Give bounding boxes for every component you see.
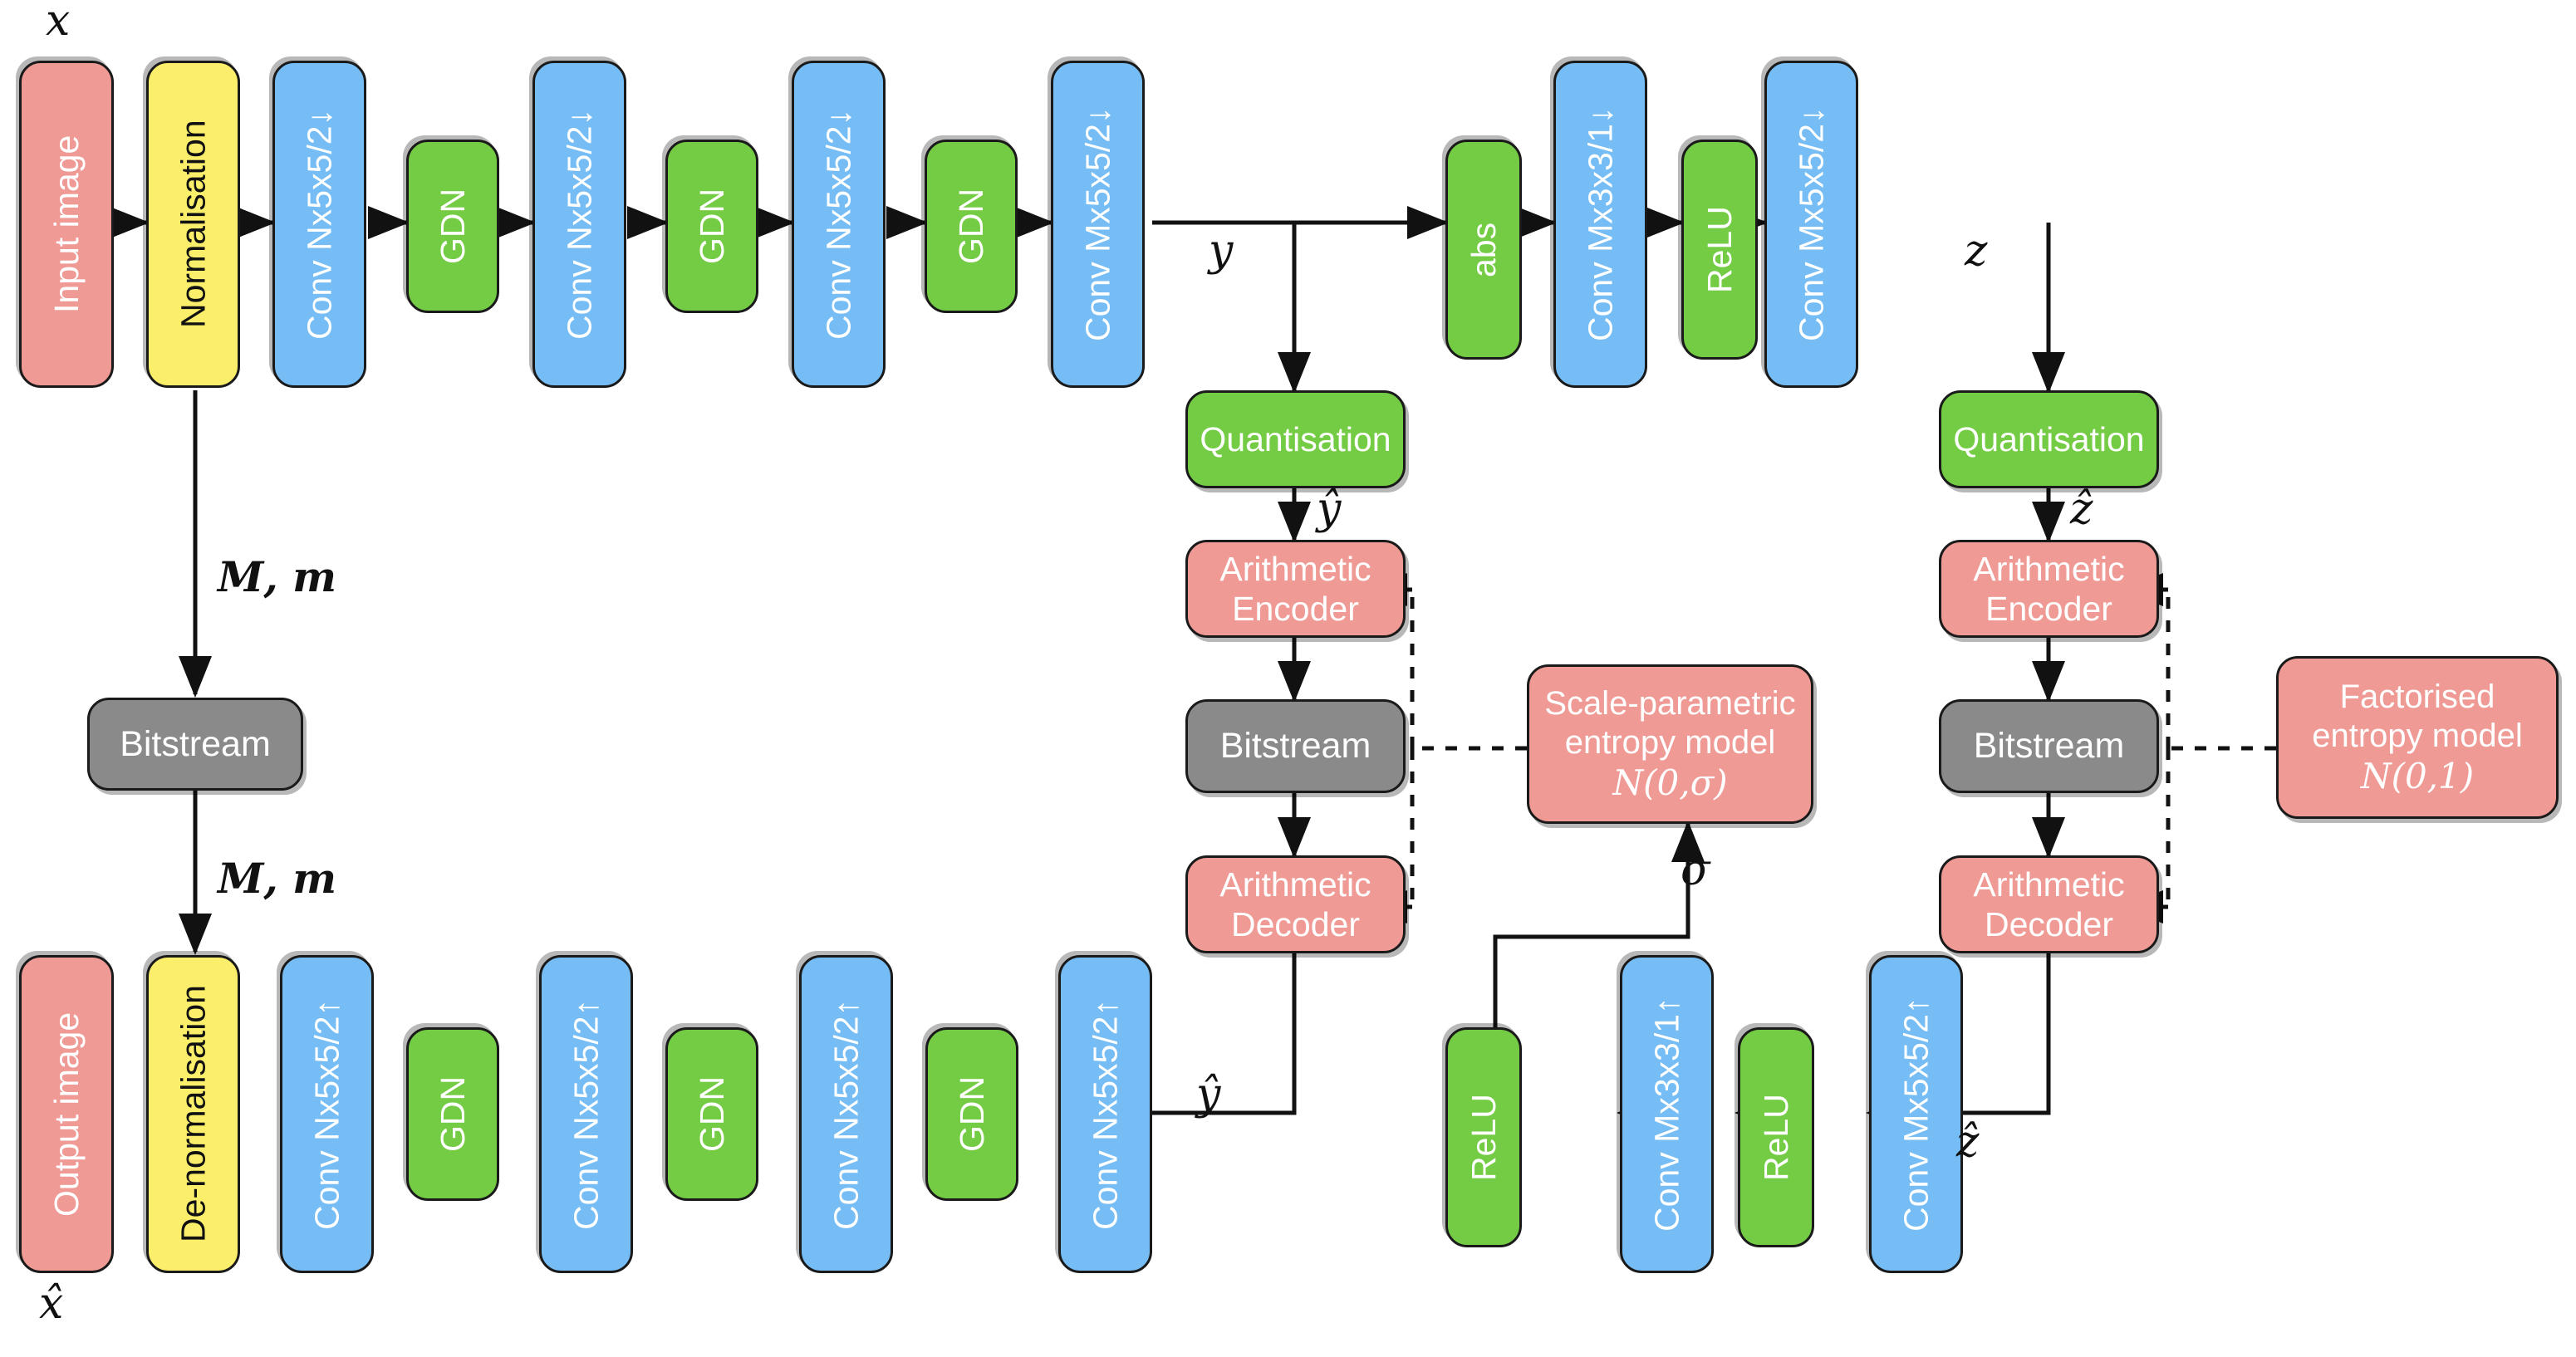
y-arithmetic-decoder-line1: Arithmetic (1219, 865, 1371, 904)
y-quantisation-block[interactable]: Quantisation (1185, 390, 1406, 488)
hyper-decoder-conv-2-block[interactable]: Conv Mx5x5/2↑ (1869, 955, 1963, 1273)
signal-label-x: x (46, 0, 71, 46)
y-arithmetic-decoder-block[interactable]: Arithmetic Decoder (1185, 855, 1406, 953)
factorised-entropy-model-block[interactable]: Factorised entropy model N(0,1) (2276, 656, 2559, 819)
z-arithmetic-encoder-block[interactable]: Arithmetic Encoder (1939, 540, 2159, 638)
y-arithmetic-encoder-line2: Encoder (1232, 590, 1359, 628)
decoder-gdn-1-block[interactable]: GDN (406, 1027, 499, 1201)
scale-entropy-distribution: N(0,σ) (1612, 762, 1728, 804)
encoder-hyper-conv-1-block[interactable]: Conv Mx3x3/1↓ (1553, 61, 1647, 388)
z-arithmetic-decoder-line2: Decoder (1985, 905, 2113, 943)
encoder-gdn-1-block[interactable]: GDN (406, 140, 499, 313)
factorised-entropy-line1: Factorised (2339, 678, 2495, 716)
decoder-gdn-2-block[interactable]: GDN (665, 1027, 758, 1201)
side-info-bitstream-block[interactable]: Bitstream (87, 698, 303, 791)
scale-entropy-line2: entropy model (1564, 724, 1776, 762)
z-bitstream-block[interactable]: Bitstream (1939, 699, 2159, 793)
decoder-output-image-block[interactable]: Output image (19, 955, 114, 1273)
y-arithmetic-encoder-line1: Arithmetic (1219, 549, 1371, 588)
encoder-hyper-conv-2-block[interactable]: Conv Mx5x5/2↓ (1764, 61, 1858, 388)
decoder-de-normalisation-block[interactable]: De-normalisation (146, 955, 240, 1273)
decoder-conv-3-block[interactable]: Conv Nx5x5/2↑ (799, 955, 893, 1273)
signal-label-y-hat-top: ŷ (1317, 484, 1342, 534)
factorised-entropy-distribution: N(0,1) (2360, 756, 2475, 797)
hyper-decoder-relu-left-block[interactable]: ReLU (1445, 1027, 1522, 1247)
encoder-normalisation-block[interactable]: Normalisation (146, 61, 240, 388)
scale-parametric-entropy-model-block[interactable]: Scale-parametric entropy model N(0,σ) (1527, 664, 1813, 824)
signal-label-z-hat-bottom: ẑ (1956, 1117, 1980, 1167)
encoder-conv-4-block[interactable]: Conv Mx5x5/2↓ (1051, 61, 1145, 388)
y-bitstream-block[interactable]: Bitstream (1185, 699, 1406, 793)
z-arithmetic-decoder-block[interactable]: Arithmetic Decoder (1939, 855, 2159, 953)
encoder-input-image-block[interactable]: Input image (19, 61, 114, 388)
y-arithmetic-encoder-block[interactable]: Arithmetic Encoder (1185, 540, 1406, 638)
encoder-gdn-2-block[interactable]: GDN (665, 140, 758, 313)
encoder-gdn-3-block[interactable]: GDN (925, 140, 1018, 313)
decoder-conv-4-block[interactable]: Conv Nx5x5/2↑ (1058, 955, 1152, 1273)
signal-label-side-info-top: M, m (218, 552, 337, 601)
z-quantisation-block[interactable]: Quantisation (1939, 390, 2159, 488)
decoder-conv-1-block[interactable]: Conv Nx5x5/2↑ (280, 955, 374, 1273)
signal-label-sigma: σ (1681, 845, 1710, 895)
z-arithmetic-encoder-line2: Encoder (1985, 590, 2112, 628)
encoder-abs-block[interactable]: abs (1445, 140, 1522, 360)
z-arithmetic-encoder-line1: Arithmetic (1973, 549, 2125, 588)
encoder-conv-3-block[interactable]: Conv Nx5x5/2↓ (792, 61, 886, 388)
signal-label-z: z (1965, 226, 1988, 276)
hyper-decoder-relu-right-block[interactable]: ReLU (1738, 1027, 1814, 1247)
signal-label-y-hat-bottom: ŷ (1196, 1070, 1221, 1119)
decoder-conv-2-block[interactable]: Conv Nx5x5/2↑ (539, 955, 633, 1273)
factorised-entropy-line2: entropy model (2312, 718, 2523, 755)
signal-label-z-hat-top: ẑ (2070, 484, 2093, 534)
y-arithmetic-decoder-line2: Decoder (1231, 905, 1360, 943)
z-arithmetic-decoder-line1: Arithmetic (1973, 865, 2125, 904)
signal-label-x-hat: x̂ (39, 1279, 64, 1329)
signal-label-y: y (1209, 226, 1234, 276)
encoder-hyper-relu-block[interactable]: ReLU (1681, 140, 1758, 360)
hyper-decoder-conv-1-block[interactable]: Conv Mx3x3/1↑ (1620, 955, 1714, 1273)
scale-entropy-line1: Scale-parametric (1544, 685, 1796, 723)
signal-label-side-info-bottom: M, m (218, 854, 337, 903)
encoder-conv-2-block[interactable]: Conv Nx5x5/2↓ (532, 61, 626, 388)
encoder-conv-1-block[interactable]: Conv Nx5x5/2↓ (272, 61, 366, 388)
decoder-gdn-3-block[interactable]: GDN (925, 1027, 1018, 1201)
